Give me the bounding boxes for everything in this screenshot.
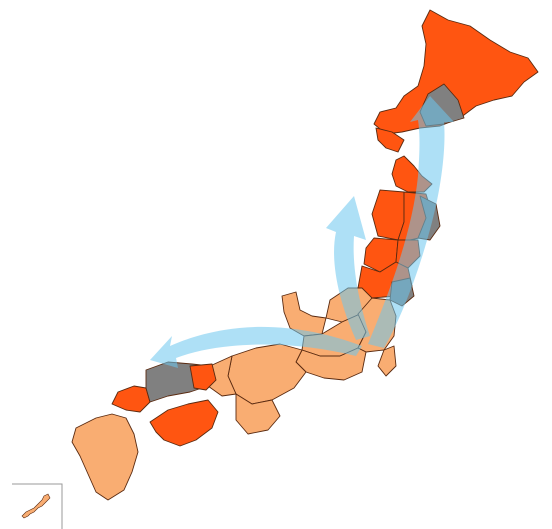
inset-frame: [12, 483, 63, 529]
region-kii[interactable]: [235, 393, 281, 435]
region-chugoku-red[interactable]: [111, 385, 151, 413]
region-akita[interactable]: [371, 189, 405, 241]
arrow-to-chugoku: [150, 326, 362, 368]
region-hokkaido-southwest[interactable]: [375, 127, 405, 153]
okinawa-inset: [12, 483, 63, 529]
region-kyushu[interactable]: [71, 413, 139, 501]
arrow-to-tohoku: [326, 196, 370, 340]
region-toyama-ishikawa[interactable]: [281, 291, 327, 337]
region-shikoku[interactable]: [149, 399, 219, 447]
region-chugoku-east-red[interactable]: [189, 363, 217, 391]
region-chiba[interactable]: [377, 345, 397, 377]
region-kinki[interactable]: [227, 343, 307, 405]
arrow-to-hokkaido: [368, 96, 454, 348]
okinawa-islands: [21, 493, 51, 519]
